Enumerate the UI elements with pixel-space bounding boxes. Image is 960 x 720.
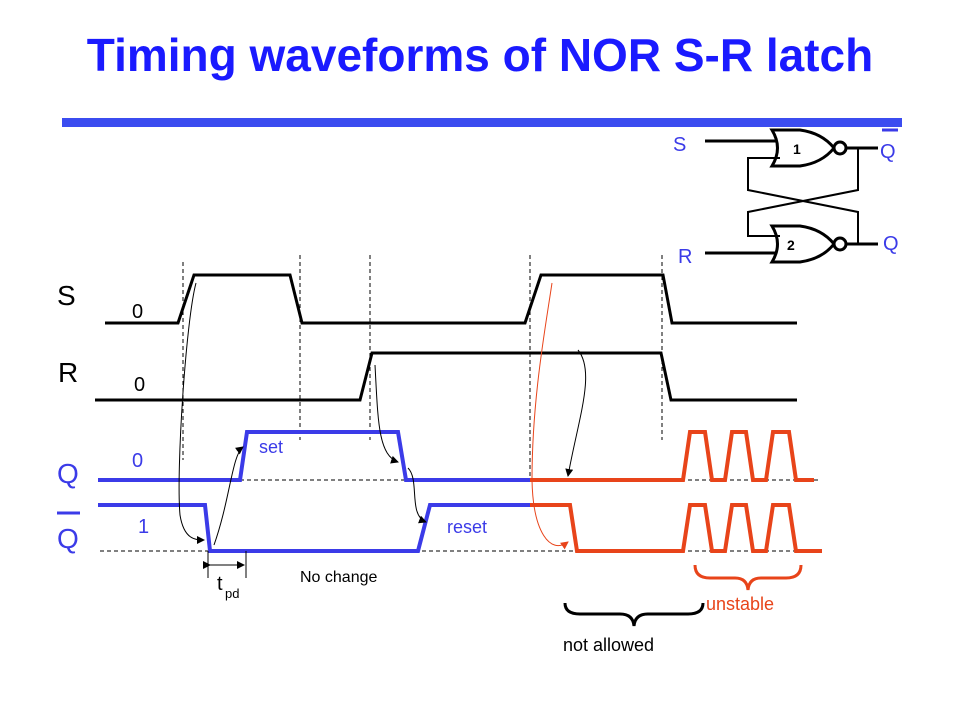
causality-arrows [178, 282, 587, 546]
page-title: Timing waveforms of NOR S-R latch [86, 29, 874, 81]
guide-lines [182, 255, 663, 480]
signal-label-s: S [57, 280, 76, 311]
feedback-wire-2 [747, 157, 859, 244]
qbar-waveform-undefined [530, 503, 822, 553]
tpd-subscript: pd [225, 586, 239, 601]
circuit-label-s: S [673, 134, 686, 156]
arrow-r-to-q [374, 364, 399, 464]
initial-value-r: 0 [134, 374, 145, 396]
arrow-qbar-to-q [213, 446, 244, 546]
set-label: set [259, 437, 283, 457]
initial-value-q: 0 [132, 450, 143, 472]
nor-bubble-2 [832, 236, 848, 252]
nor-bubble-1 [832, 140, 848, 156]
arrow-s-to-qbar-forbidden [531, 282, 569, 550]
circuit-label-r: R [678, 246, 692, 268]
q-waveform [98, 430, 530, 482]
arrow-s-to-qbar [178, 282, 205, 544]
nor-gate-1 [769, 128, 836, 168]
signal-label-qbar: Q [57, 523, 79, 554]
tpd-marker [203, 551, 247, 578]
arrow-q-to-qbar [407, 467, 427, 524]
sr-latch-circuit [705, 128, 878, 264]
signal-label-q: Q [57, 458, 79, 489]
unstable-label: unstable [706, 594, 774, 614]
arrow-r-to-q-forbidden [565, 349, 587, 477]
initial-value-s: 0 [132, 301, 143, 323]
not-allowed-brace [563, 602, 705, 627]
reset-label: reset [447, 517, 487, 537]
title-underline [62, 118, 902, 127]
circuit-label-qbar: Q [880, 141, 896, 163]
initial-value-qbar: 1 [138, 516, 149, 538]
unstable-brace [693, 564, 803, 591]
nor-gate-2 [769, 224, 836, 264]
q-waveform-undefined [530, 430, 814, 482]
not-allowed-label: not allowed [563, 635, 654, 655]
circuit-label-gate2: 2 [787, 237, 795, 253]
qbar-waveform [98, 503, 530, 553]
feedback-wire-1 [747, 148, 859, 237]
no-change-label: No change [300, 569, 377, 586]
circuit-label-gate1: 1 [793, 141, 801, 157]
signal-label-r: R [58, 357, 78, 388]
circuit-label-q: Q [883, 233, 899, 255]
s-waveform [105, 273, 797, 325]
tpd-label: t [217, 573, 223, 595]
r-waveform [95, 351, 797, 402]
